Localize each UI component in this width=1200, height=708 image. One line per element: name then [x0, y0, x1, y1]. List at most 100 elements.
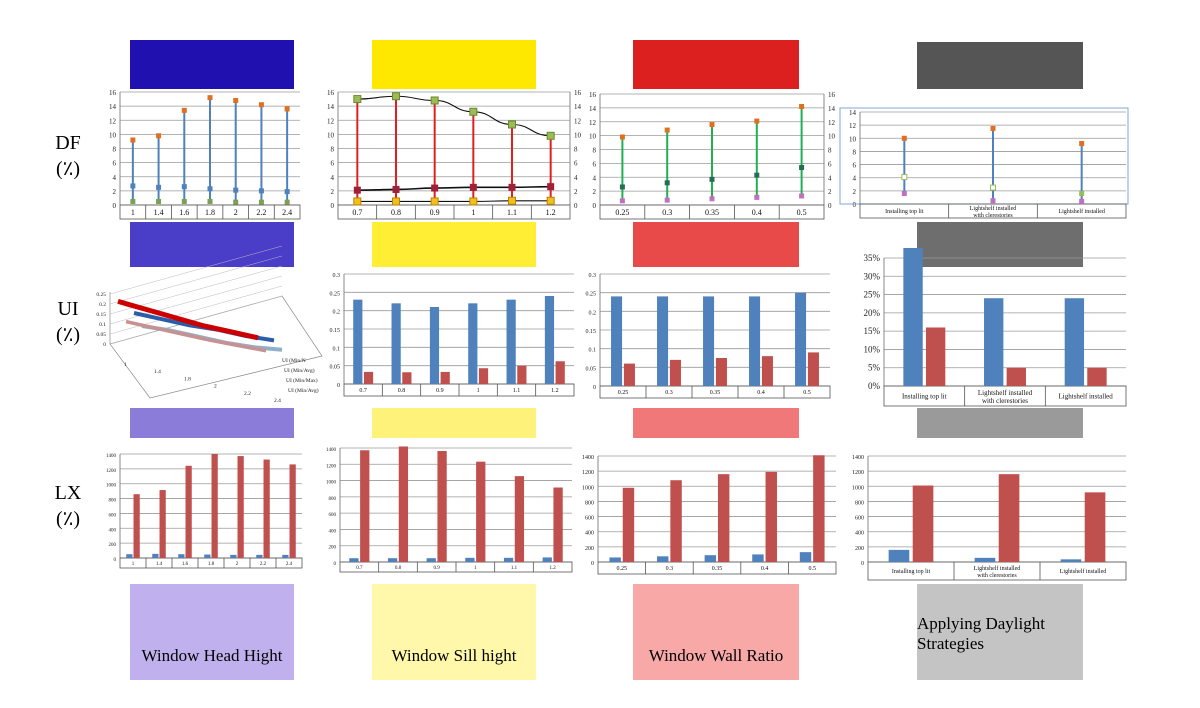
lx-sill-bar-blue — [465, 557, 475, 562]
ui-strat-ytick-label: 0% — [868, 381, 881, 391]
df-sill-trend-line — [357, 95, 551, 137]
lx-strat-bar-red — [912, 485, 934, 562]
df-head-point-min — [181, 198, 187, 204]
df-wwr-ytick-label: 14 — [589, 105, 597, 113]
df-strat-point-min — [1079, 198, 1085, 204]
df-wwr-point-avg — [664, 180, 670, 186]
lx-head-bar-blue — [126, 554, 133, 558]
ui-wwr-xtick-label: 0.4 — [757, 390, 765, 396]
lx-wwr-bar-blue — [799, 552, 812, 562]
df-sill-point-min — [508, 196, 516, 205]
ui-head-xtick-label: 1.4 — [154, 369, 161, 375]
lx-sill-bar-blue — [542, 557, 552, 562]
df-head-xtick-label: 1 — [131, 208, 135, 217]
df-wwr-ytick-label: 2 — [593, 188, 597, 196]
ui-wwr-ytick-label: 0.05 — [586, 366, 597, 372]
ui-sill-bar-red — [363, 371, 374, 384]
ui-wwr-bar-blue — [749, 296, 761, 386]
df-sill-point-min — [546, 196, 555, 205]
ui-head-ytick-label: 0.1 — [99, 322, 106, 328]
ui-strat-xtick-label: Lightshelf installed — [1059, 392, 1114, 400]
lx-strat-ytick-label: 1400 — [852, 455, 864, 461]
row-label-ui-name: UI — [57, 298, 79, 320]
df-sill-ytick-label: 6 — [331, 160, 335, 168]
ui-head-gridline — [109, 295, 283, 345]
df-wwr-ytick-label: 12 — [589, 119, 597, 127]
df-wwr-ytick-label: 16 — [589, 91, 597, 99]
lx-sill-bar-blue — [426, 558, 436, 562]
head-col2-b3 — [372, 408, 536, 438]
df-sill-ytick-label-right: 14 — [574, 103, 582, 111]
lx-head-bar-blue — [152, 553, 159, 558]
ui-strat-bar-red — [1087, 367, 1107, 386]
col1-title-box: Window Head Hight — [130, 584, 294, 680]
df-wwr-ytick-label: 0 — [593, 202, 597, 210]
df-sill-point-avg — [508, 183, 516, 191]
col4-title: Applying Daylight Strategies — [917, 614, 1045, 653]
lx-head-bar-blue — [230, 554, 237, 558]
lx-sill-bar-red — [476, 461, 486, 562]
df-head-point-max — [207, 95, 213, 101]
ui-head-xtick-label: 2 — [214, 384, 217, 390]
df-sill-xtick-label: 1.1 — [507, 208, 517, 217]
df-sill-ytick-label: 14 — [327, 103, 335, 111]
df-sill-point-max — [469, 107, 478, 116]
lx-sill-bar-blue — [349, 558, 359, 562]
df-sill-xtick-label: 1.2 — [546, 208, 556, 217]
row-label-ui: UI (٪) — [48, 296, 88, 348]
ui-strat-xtick-label: Installing top lit — [902, 392, 947, 400]
ui-sill-xtick-label: 0.7 — [359, 388, 367, 394]
ui-sill-bar-red — [478, 368, 489, 384]
ui-wwr-xtick-label: 0.35 — [710, 390, 721, 396]
lx-strat-xtick-label: Installing top lit — [892, 569, 931, 575]
lx-sill-ytick-label: 1400 — [326, 448, 337, 453]
df-sill-point-min — [469, 197, 478, 206]
ui-sill-bar-blue — [468, 303, 478, 384]
lx-head-ytick-label: 400 — [109, 528, 117, 533]
df-wwr-ytick-label-right: 12 — [828, 119, 836, 127]
row-label-df-name: DF — [55, 132, 81, 154]
df-head-x-axis-box — [119, 204, 301, 220]
df-wwr-ytick-label-right: 16 — [828, 91, 836, 99]
df-head-point-max — [181, 107, 187, 113]
ui-wwr-ytick-label: 0.3 — [589, 273, 597, 279]
lx-strat-bar-blue — [888, 549, 910, 562]
ui-wwr-ytick-label: 0.1 — [589, 348, 597, 354]
df-wwr-point-max — [619, 134, 625, 140]
head-col3-b2 — [633, 222, 799, 267]
lx-strat-bar-red — [998, 474, 1020, 562]
df-strat-point-avg — [1079, 190, 1085, 196]
ui-wwr-xtick-label: 0.3 — [665, 390, 673, 396]
df-wwr-point-min — [664, 197, 670, 203]
ui-wwr-ytick-label: 0.25 — [586, 292, 597, 298]
ui-strat-bar-blue — [984, 298, 1004, 386]
lx-wwr-ytick-label: 400 — [585, 531, 594, 537]
lx-sill-bar-blue — [503, 557, 514, 562]
df-head-xtick-label: 2.2 — [256, 208, 266, 217]
df-wwr-point-min — [619, 198, 625, 204]
df-wwr-ytick-label-right: 2 — [828, 188, 832, 196]
ui-wwr-xtick-label: 0.5 — [803, 390, 811, 396]
lx-strat-ytick-label: 400 — [855, 531, 864, 537]
df-wwr-ytick-label-right: 8 — [828, 147, 832, 155]
ui-strat-bar-blue — [1064, 298, 1085, 386]
df-strat-ytick-label: 2 — [853, 188, 857, 196]
ui-head-series-label: UI (Min/Max) — [286, 377, 318, 384]
col4-title-box: Applying Daylight Strategies — [917, 584, 1083, 680]
df-head-ytick-label: 16 — [109, 89, 117, 97]
lx-head-ytick-label: 200 — [109, 543, 117, 548]
lx-wwr-xtick-label: 0.25 — [617, 566, 628, 572]
df-sill-ytick-label-right: 2 — [574, 188, 578, 196]
lx-head-ytick-label: 1000 — [106, 484, 117, 489]
row-label-lx-name: LX — [54, 482, 82, 504]
df-head-point-min — [130, 198, 136, 204]
lx-head-ytick-label: 800 — [109, 499, 117, 504]
df-sill-ytick-label: 16 — [327, 89, 335, 97]
lx-head-xtick-label: 2 — [236, 562, 239, 567]
df-wwr-xtick-label: 0.35 — [705, 208, 719, 217]
